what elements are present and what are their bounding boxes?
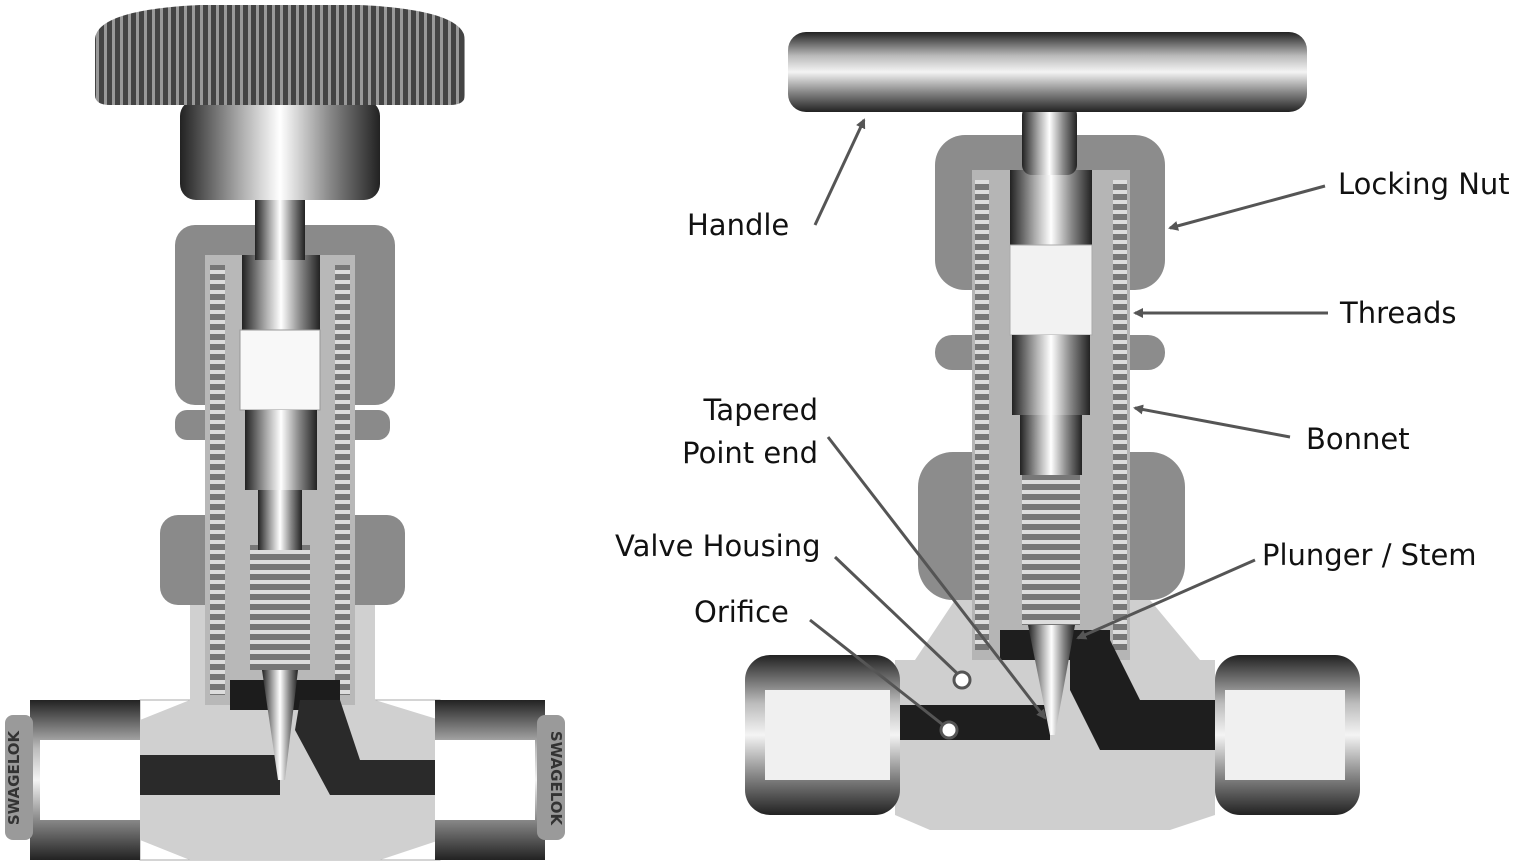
left-fitting: SWAGELOK <box>5 700 140 860</box>
label-tapered-line1: Tapered <box>703 393 818 427</box>
callouts: Handle Locking Nut Threads Bonnet Tapere… <box>615 118 1510 740</box>
right-fitting: SWAGELOK <box>435 700 565 860</box>
right-valve-illustration <box>745 32 1360 830</box>
bonnet-arrow <box>1133 404 1291 439</box>
label-threads: Threads <box>1339 296 1457 330</box>
locking-nut-arrow <box>1168 184 1326 231</box>
swagelok-logo-left: SWAGELOK <box>5 730 23 826</box>
orifice-line <box>809 618 948 730</box>
label-orifice: Orifice <box>694 595 789 629</box>
label-locking-nut: Locking Nut <box>1338 167 1510 201</box>
swagelok-logo-right: SWAGELOK <box>547 731 565 827</box>
tapered-point-arrow <box>826 436 1047 720</box>
label-plunger-stem: Plunger / Stem <box>1262 538 1477 572</box>
left-valve-illustration: SWAGELOK SWAGELOK <box>5 5 565 861</box>
label-valve-housing: Valve Housing <box>615 529 821 563</box>
valve-housing-line <box>833 555 964 680</box>
label-tapered-line2: Point end <box>682 436 818 470</box>
handle-arrow <box>813 118 866 226</box>
label-bonnet: Bonnet <box>1306 422 1410 456</box>
label-handle: Handle <box>687 208 789 242</box>
valve-housing-dot <box>952 670 972 690</box>
plunger-stem-arrow <box>1076 558 1256 640</box>
orifice-dot <box>939 720 959 740</box>
